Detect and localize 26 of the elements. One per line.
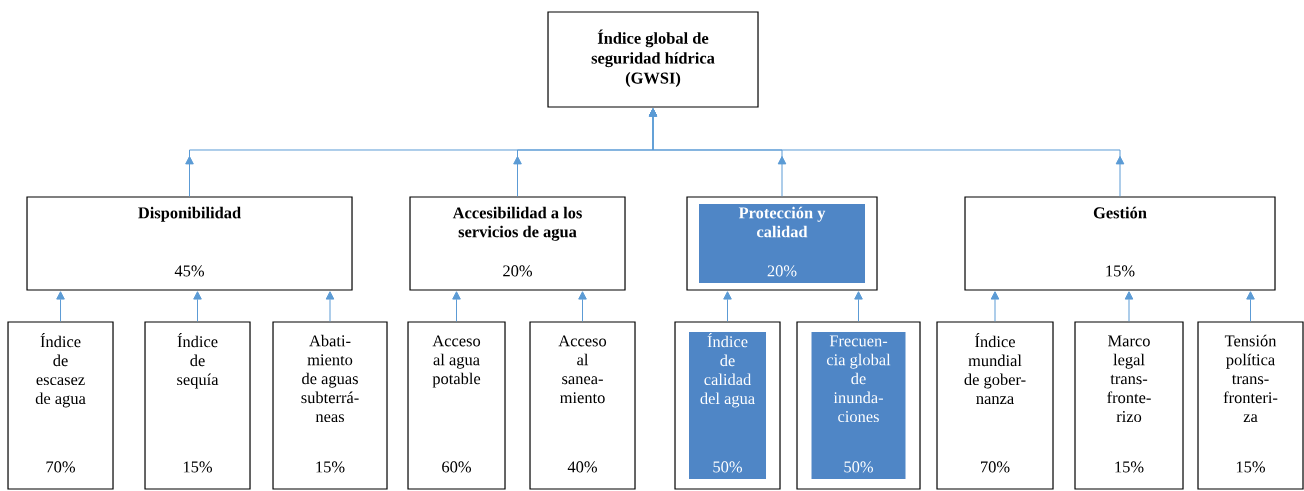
box: Índice de escasez de agua 70% [7,321,114,490]
box: Índice mundial de gober- nanza 70% [936,321,1054,490]
box: Tensión política trans- fronteri- za 15% [1197,321,1304,490]
arrow [325,291,335,322]
box: Marco legal trans- fronte- rizo 15% [1074,321,1184,490]
box: Acceso al sanea- miento 40% [529,321,636,490]
arrow [578,291,587,322]
box: Abati- miento de aguas subterrá- neas 15% [272,321,388,490]
arrow [193,291,202,322]
arrow [56,291,65,322]
box: Frecuen- cia global de inunda- ciones 50% [796,321,921,490]
arrow [990,291,1000,322]
box: Disponibilidad 45% [26,196,353,291]
box: Gestión 15% [964,196,1276,291]
box: Índice de calidad del agua 50% [674,321,781,490]
arrow [452,291,461,322]
box: Accesibilidad a los servicios de agua 20% [409,196,626,291]
arrow [723,291,732,322]
arrow [1124,291,1134,322]
arrow [648,108,1125,197]
arrow [854,291,863,322]
arrow [1246,291,1255,322]
box: Índice global de seguridad hídrica (GWSI) [547,11,759,108]
box: Acceso al agua potable 60% [407,321,506,490]
box: Índice de sequía 15% [144,321,251,490]
box: Protección y calidad 20% [686,196,878,291]
